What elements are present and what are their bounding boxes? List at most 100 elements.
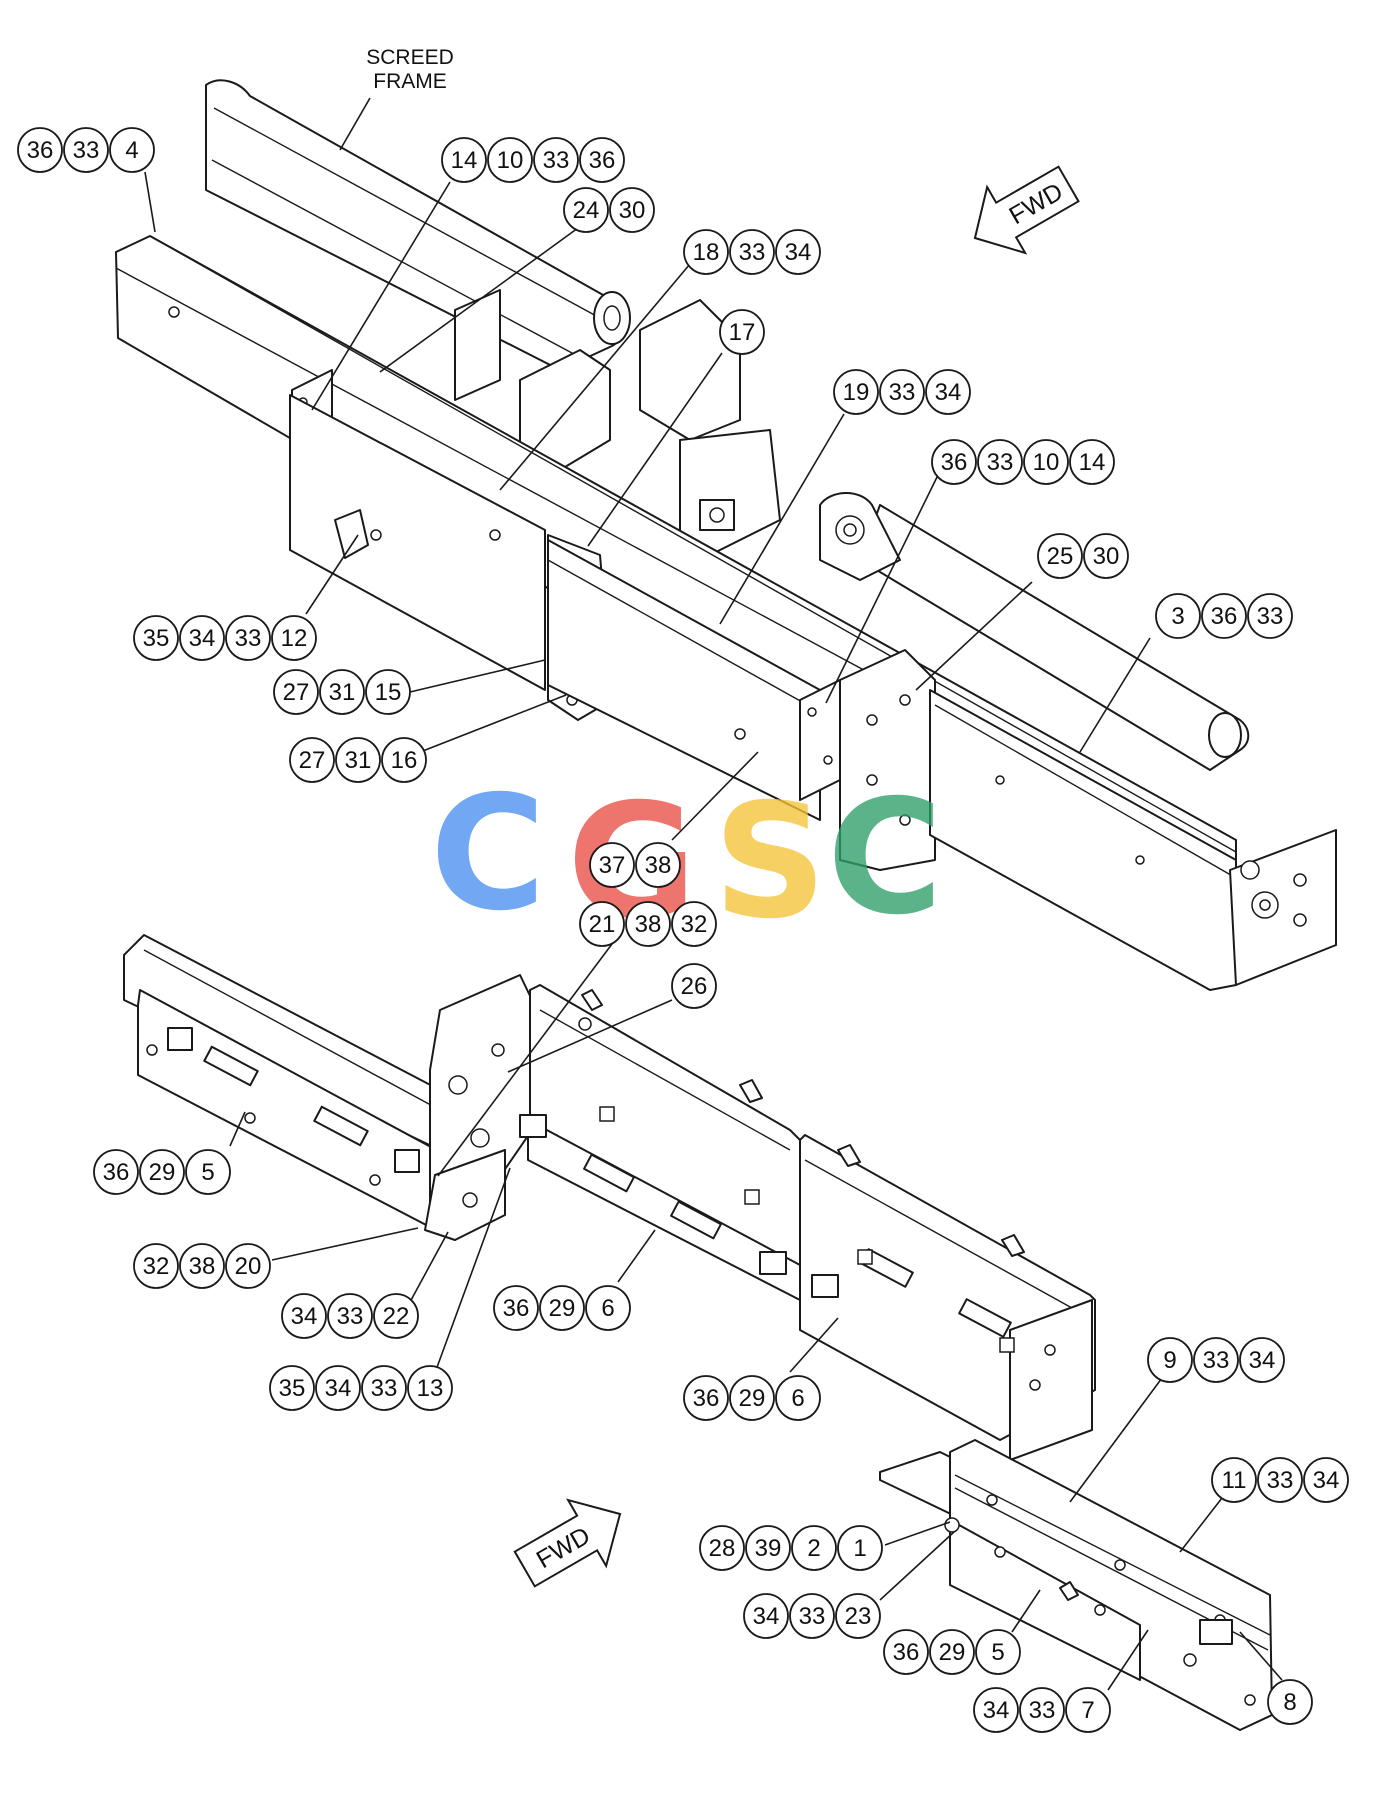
callout-number: 34: [291, 1303, 318, 1330]
callout-c03: 24 30: [563, 187, 655, 233]
callout-number: 33: [799, 1603, 826, 1630]
callout-bubble: [1257, 1457, 1303, 1503]
callout-number: 33: [1257, 603, 1284, 630]
callout-bubble: [281, 1293, 327, 1339]
callout-bubble: [315, 1365, 361, 1411]
fwd-arrow-top: FWD: [973, 165, 1080, 255]
callout-number: 38: [635, 911, 662, 938]
callout-number: 31: [345, 747, 372, 774]
leader-c28: [1239, 1631, 1283, 1681]
leader-c15: [507, 999, 673, 1073]
callout-bubble: [1267, 1679, 1313, 1725]
callout-bubble: [133, 615, 179, 661]
callout-number: 33: [987, 449, 1014, 476]
callout-bubble: [133, 1243, 179, 1289]
leader-c17: [271, 1227, 419, 1261]
callout-number: 10: [497, 147, 524, 174]
callout-bubble: [179, 1243, 225, 1289]
callout-number: 27: [299, 747, 326, 774]
callout-bubble: [365, 669, 411, 715]
callout-number: 33: [1029, 1697, 1056, 1724]
callout-bubble: [185, 1149, 231, 1195]
callout-number: 37: [599, 852, 626, 879]
callout-bubble: [533, 137, 579, 183]
lower-right-end-assembly: [879, 1439, 1273, 1731]
callout-number: 1: [853, 1535, 866, 1562]
callout-bubble: [273, 669, 319, 715]
callout-c27: 34 33 7: [973, 1687, 1111, 1733]
callout-bubble: [361, 1365, 407, 1411]
callout-number: 32: [143, 1253, 170, 1280]
leader-c07: [825, 470, 941, 704]
callout-bubble: [1037, 533, 1083, 579]
callout-c28: 8: [1267, 1679, 1313, 1725]
callout-bubble: [729, 229, 775, 275]
leader-c09: [1079, 637, 1151, 753]
callout-bubble: [977, 439, 1023, 485]
callout-number: 38: [645, 852, 672, 879]
callout-bubble: [1303, 1457, 1349, 1503]
callout-number: 34: [1313, 1467, 1340, 1494]
leader-c03: [379, 227, 579, 373]
leader-c12: [409, 694, 567, 757]
callout-number: 15: [375, 679, 402, 706]
callout-c15: 26: [671, 963, 717, 1009]
callout-bubble: [441, 137, 487, 183]
callout-number: 34: [983, 1697, 1010, 1724]
callout-bubble: [743, 1593, 789, 1639]
callout-bubble: [699, 1525, 745, 1571]
callout-number: 13: [417, 1375, 444, 1402]
callout-number: 30: [619, 197, 646, 224]
callout-bubble: [1201, 593, 1247, 639]
callout-bubble: [93, 1149, 139, 1195]
leader-c25: [879, 1531, 955, 1601]
callout-bubble: [719, 309, 765, 355]
leader-c27: [1107, 1629, 1149, 1691]
callout-number: 27: [283, 679, 310, 706]
leader-c05: [587, 352, 723, 547]
callout-bubble: [63, 127, 109, 173]
callout-bubble: [775, 229, 821, 275]
callout-bubble: [879, 369, 925, 415]
callout-number: 3: [1171, 603, 1184, 630]
callout-number: 8: [1283, 1689, 1296, 1716]
callout-number: 19: [843, 379, 870, 406]
callout-number: 30: [1093, 543, 1120, 570]
leader-c26: [1011, 1589, 1041, 1633]
leader-c24: [884, 1521, 951, 1546]
callout-bubble: [835, 1593, 881, 1639]
callout-bubble: [579, 901, 625, 947]
callout-bubble: [1065, 1687, 1111, 1733]
callout-bubble: [775, 1375, 821, 1421]
leader-c18: [409, 1231, 449, 1303]
leader-c22: [1069, 1377, 1163, 1503]
callout-bubble: [585, 1285, 631, 1331]
callout-number: 18: [693, 239, 720, 266]
callout-number: 24: [573, 197, 600, 224]
callout-bubble: [539, 1285, 585, 1331]
callout-bubble: [289, 737, 335, 783]
callout-number: 29: [939, 1639, 966, 1666]
callout-number: 36: [103, 1159, 130, 1186]
callout-bubble: [407, 1365, 453, 1411]
callout-number: 7: [1081, 1697, 1094, 1724]
callout-bubble: [1147, 1337, 1193, 1383]
callout-number: 5: [991, 1639, 1004, 1666]
leader-c23: [1179, 1497, 1223, 1553]
watermark-letter: S: [713, 770, 827, 954]
callout-number: 33: [371, 1375, 398, 1402]
leader-c02: [311, 181, 451, 411]
callout-bubble: [975, 1629, 1021, 1675]
callout-c05: 17: [719, 309, 765, 355]
callout-bubble: [683, 1375, 729, 1421]
screed-frame-drawing: [205, 79, 1250, 771]
